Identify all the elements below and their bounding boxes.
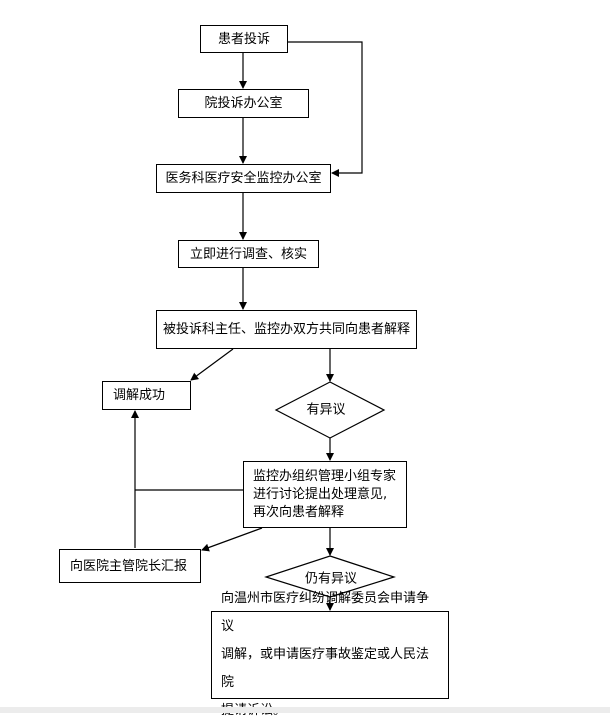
- node-label: 向医院主管院长汇报: [70, 558, 188, 574]
- node-complaint-office: 院投诉办公室: [178, 89, 309, 118]
- node-joint-explain: 被投诉科主任、监控办双方共同向患者解释: [156, 310, 417, 349]
- node-label: 患者投诉: [217, 31, 270, 47]
- node-label-line: 进行讨论提出处理意见,: [253, 486, 388, 502]
- decision-has-objection-label: 有异议: [306, 402, 346, 418]
- edge-joint-explain-to-success: [190, 348, 234, 381]
- node-label: 院投诉办公室: [204, 96, 283, 111]
- node-label: 医务科医疗安全监控办公室: [165, 171, 322, 186]
- node-final-step: 向温州市医疗纠纷调解委员会申请争议 调解，或申请医疗事故鉴定或人民法院 提请诉讼…: [211, 591, 449, 718]
- bottom-border-strip: [0, 707, 610, 713]
- node-patient-complaint: 患者投诉: [200, 25, 288, 53]
- node-label-line: 向温州市医疗纠纷调解委员会申请争议: [221, 591, 430, 634]
- node-mediation-success: 调解成功: [102, 381, 191, 410]
- node-report-director: 向医院主管院长汇报: [59, 549, 201, 583]
- edge-expert-review-to-report: [201, 527, 263, 552]
- edge-complaint-bypass-to-safety-office: [288, 41, 363, 177]
- node-label-line: 监控办组织管理小组专家: [253, 468, 397, 484]
- node-safety-office: 医务科医疗安全监控办公室: [156, 164, 331, 193]
- node-label-line: 再次向患者解释: [253, 504, 345, 520]
- decision-still-objection-label: 仍有异议: [304, 571, 358, 587]
- node-label: 调解成功: [113, 388, 166, 403]
- node-label-line: 调解，或申请医疗事故鉴定或人民法院: [221, 647, 430, 690]
- node-expert-review: 监控办组织管理小组专家 进行讨论提出处理意见, 再次向患者解释: [243, 461, 407, 528]
- node-label: 被投诉科主任、监控办双方共同向患者解释: [162, 322, 410, 337]
- node-investigate: 立即进行调查、核实: [178, 240, 319, 268]
- node-label: 立即进行调查、核实: [189, 246, 307, 262]
